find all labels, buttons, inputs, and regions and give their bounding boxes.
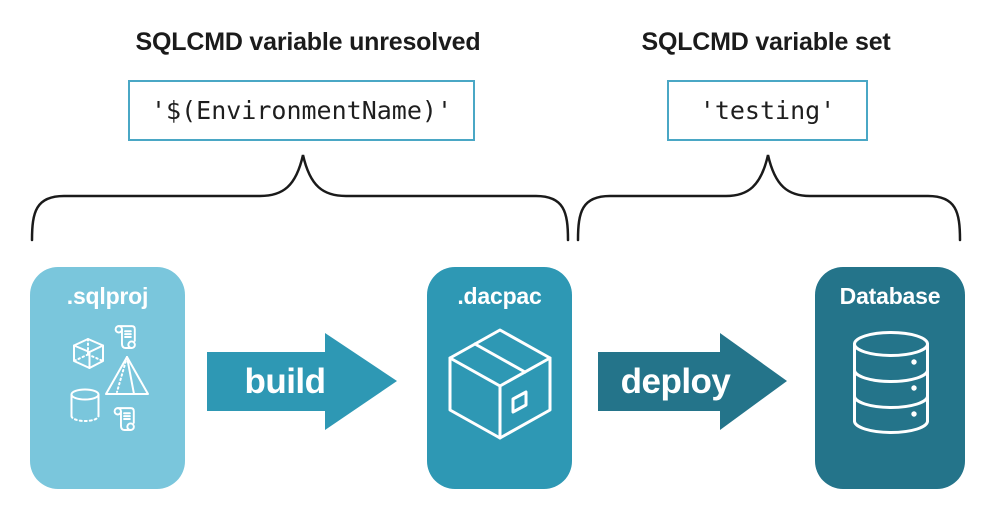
pyramid-icon [105, 356, 149, 395]
heading-unresolved: SQLCMD variable unresolved [135, 28, 481, 56]
build-arrow [207, 333, 397, 430]
deploy-arrow [598, 333, 787, 430]
code-value-unresolved: '$(EnvironmentName)' [150, 96, 453, 125]
left-brace [30, 154, 570, 242]
database-icon [853, 331, 929, 434]
code-box-set: 'testing' [667, 80, 868, 141]
package-icon [448, 328, 552, 440]
build-arrow-label: build [244, 362, 326, 401]
code-value-set: 'testing' [699, 96, 836, 125]
stage-dacpac-label: .dacpac [457, 283, 542, 309]
stage-sqlproj-label: .sqlproj [66, 283, 149, 309]
cube-icon [73, 338, 104, 369]
cylinder-icon [70, 388, 100, 422]
scroll-icon [114, 325, 136, 349]
heading-set: SQLCMD variable set [641, 28, 891, 56]
code-box-unresolved: '$(EnvironmentName)' [128, 80, 475, 141]
scroll-icon [113, 407, 135, 431]
stage-database-label: Database [839, 283, 941, 309]
deploy-arrow-label: deploy [620, 362, 731, 401]
stage-database: Database [815, 267, 965, 489]
stage-sqlproj: .sqlproj [30, 267, 185, 489]
right-brace [576, 154, 962, 242]
stage-dacpac: .dacpac [427, 267, 572, 489]
